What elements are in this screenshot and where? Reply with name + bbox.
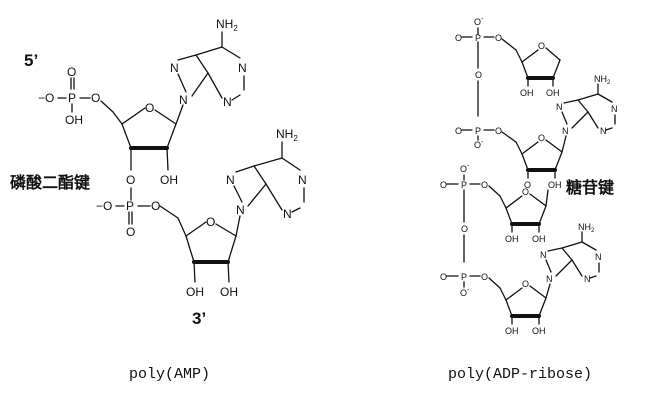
atom-p: P (461, 272, 467, 282)
atom-oh: OH (186, 285, 204, 299)
atom-p: P (461, 180, 467, 190)
atom-o: O (522, 279, 529, 289)
three-prime-label: 3’ (192, 309, 206, 328)
atom-o-minus: O- (474, 139, 484, 150)
atom-o: O (495, 33, 502, 43)
atom-n: N (179, 93, 188, 107)
poly-adp-ribose-caption: poly(ADP-ribose) (448, 366, 592, 383)
atom-oh: OH (532, 326, 546, 336)
atom-nh2: NH2 (276, 127, 298, 143)
atom-n: N (283, 207, 292, 221)
ribose-third: O OH OH (499, 187, 549, 244)
atom-p: P (126, 199, 134, 213)
atom-o: O (522, 187, 529, 197)
phosphate-top: O- O P O O (455, 16, 502, 117)
atom-o-minus: O- (474, 16, 484, 27)
atom-oh: OH (532, 234, 546, 244)
atom-n: N (238, 61, 247, 75)
atom-o: O (524, 180, 531, 190)
poly-amp-caption: poly(AMP) (129, 366, 210, 383)
atom-n: N (226, 173, 235, 187)
atom-nh2: NH2 (594, 74, 611, 86)
atom-o: O (481, 180, 488, 190)
ribose-fourth: O OH OH (499, 279, 551, 336)
adenine-fourth: N N NH2 N N (540, 222, 602, 284)
atom-oh: OH (505, 326, 519, 336)
atom-oh: OH (65, 113, 83, 127)
atom-o: O (67, 65, 76, 79)
atom-p: P (475, 126, 481, 136)
adenine-base-1: N N NH2 N N (170, 17, 247, 109)
atom-o: O (481, 272, 488, 282)
atom-n: N (223, 95, 232, 109)
atom-n: N (600, 126, 607, 136)
atom-p: P (475, 33, 481, 43)
atom-o: O (475, 70, 482, 80)
phosphodiester-bond-label: 磷酸二酯键 (10, 173, 90, 192)
atom-n: N (298, 173, 307, 187)
atom-oh: OH (505, 234, 519, 244)
adenine-second: N N NH2 N N (556, 74, 618, 136)
atom-p: P (68, 91, 76, 105)
atom-o: O (455, 126, 462, 136)
atom-oh: OH (546, 88, 560, 98)
glycosidic-bond-label: 糖苷键 (566, 178, 614, 197)
atom-o: O (126, 225, 135, 239)
atom-o: O (461, 224, 468, 234)
atom-o: O (206, 215, 215, 229)
adenine-base-2: N N NH2 N N (226, 127, 307, 221)
atom-n: N (556, 102, 563, 112)
atom-o-minus: O- (460, 287, 470, 298)
atom-n: N (611, 104, 618, 114)
atom-o: O (91, 91, 100, 105)
ribose-ring-2: O OH OH (177, 215, 241, 299)
phosphate-second: O P O O- (455, 126, 502, 150)
atom-o: O (151, 199, 160, 213)
atom-o: O (145, 101, 154, 115)
phosphate-third: O- O P O O (440, 163, 501, 263)
atom-o: O (440, 272, 447, 282)
atom-n: N (540, 250, 547, 260)
phosphate-group-2: −O P O O (96, 187, 179, 239)
atom-minus-o: −O (38, 91, 54, 105)
atom-o: O (538, 133, 545, 143)
atom-o: O (126, 173, 135, 187)
atom-oh: OH (548, 180, 562, 190)
atom-n: N (546, 274, 553, 284)
poly-adp-ribose-structure: O- O P O O O OH OH O (440, 16, 618, 336)
poly-amp-structure: 5’ −O P O OH O O OH O (10, 17, 307, 328)
atom-oh: OH (520, 88, 534, 98)
atom-nh2: NH2 (216, 17, 238, 33)
atom-o: O (455, 33, 462, 43)
atom-o: O (440, 180, 447, 190)
atom-n: N (562, 126, 569, 136)
ribose-ring-1: O OH O (112, 101, 184, 187)
atom-n: N (236, 203, 245, 217)
atom-n: N (595, 252, 602, 262)
atom-n: N (170, 61, 179, 75)
phosphate-group-1: −O P O OH O (38, 65, 114, 127)
atom-nh2: NH2 (578, 222, 595, 234)
ribose-top: O OH OH (501, 38, 561, 98)
atom-oh: OH (220, 285, 238, 299)
atom-oh: OH (160, 173, 178, 187)
atom-o: O (495, 126, 502, 136)
ribose-second: O O OH (501, 131, 567, 190)
atom-n: N (584, 274, 591, 284)
atom-minus-o: −O (96, 199, 112, 213)
five-prime-label: 5’ (24, 51, 38, 70)
phosphate-fourth: O P O O- (440, 272, 501, 298)
atom-o: O (538, 41, 545, 51)
atom-o-minus: O- (460, 163, 470, 174)
